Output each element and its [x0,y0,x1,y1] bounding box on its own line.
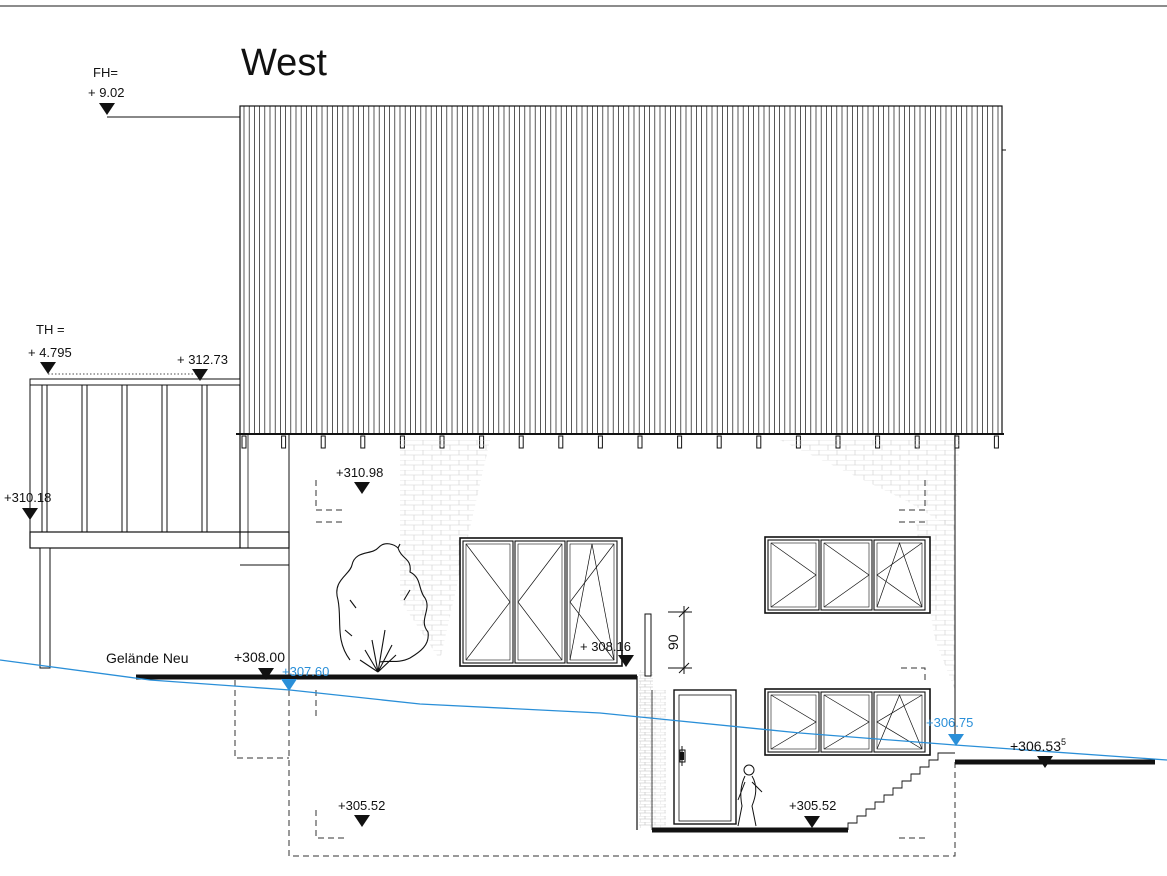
rafter-tail [360,435,366,449]
view-title: West [241,42,327,84]
basement-marker [354,815,370,827]
window-lower-right-pane [767,691,820,753]
rafter-tail [241,435,247,449]
window-lower-right [764,688,931,756]
windows [459,536,931,756]
terrain-left-existing-elevation: +307.60 [282,664,329,679]
rafter-tail [597,435,603,449]
level-markers [22,103,1053,828]
roof-standing-seams [243,106,999,434]
rafter-tail [320,435,326,449]
rafter-tail [993,435,999,449]
eave-elevation: + 312.73 [177,352,228,367]
fh-value: + 9.02 [88,85,125,100]
balcony-elevation: +310.18 [4,490,51,505]
window-upper-left-pane [462,540,514,664]
basement-entry-marker [804,816,820,828]
upper-floor-marker [354,482,370,494]
terrain-new [136,674,1155,833]
terrain-right-elevation: +306.535 [1010,737,1066,754]
rafter-tail [281,435,287,449]
fh-marker [99,103,115,115]
door-handle-icon [680,752,684,760]
th-value: + 4.795 [28,345,72,360]
basement-elevation: +305.52 [338,798,385,813]
terrain-right-existing-elevation: +306.75 [926,715,973,730]
basement-hidden-lines [234,480,956,857]
window-sill-marker [618,655,634,667]
terrain-right-marker [1037,756,1053,768]
rafter-tail [637,435,643,449]
window-upper-right-pane [873,539,926,611]
terrain-left-existing-marker [281,679,297,691]
leader-lines [48,116,240,375]
roof [236,105,1006,435]
th-marker [40,362,56,374]
terrain-right-existing-marker [948,734,964,746]
window-upper-right [764,536,931,614]
rafter-tail [677,435,683,449]
rafter-tail [518,435,524,449]
window-upper-left-pane [514,540,566,664]
shrub-tree [336,543,429,673]
terrain-left-elevation: +308.00 [234,649,285,665]
window-lower-right-pane [820,691,873,753]
rafter-tail [558,435,564,449]
balcony [29,378,290,669]
basement-entry-elevation: +305.52 [789,798,836,813]
stair-railing-post [644,613,652,677]
exterior-stairs [847,752,955,830]
rafter-tail [716,435,722,449]
balcony-marker [22,508,38,520]
th-label: TH = [36,322,65,337]
rafter-tail [756,435,762,449]
window-upper-right-pane [820,539,873,611]
window-lower-right-pane [873,691,926,753]
facade-outline [288,434,956,830]
window-upper-left-pane [566,540,618,664]
terrain-new-label: Gelände Neu [106,650,189,666]
upper-floor-elevation: +310.98 [336,465,383,480]
entrance-door [673,689,737,825]
dimension-90 [668,606,692,674]
terrain-existing-line [0,659,1167,761]
window-sill-elevation: + 308.16 [580,639,631,654]
eave-marker [192,369,208,381]
person-figure [737,764,763,827]
dimension-90-label: 90 [665,634,681,650]
window-upper-right-pane [767,539,820,611]
terrain-left-marker [258,668,274,680]
window-upper-left [459,537,623,667]
fh-label: FH= [93,65,118,80]
